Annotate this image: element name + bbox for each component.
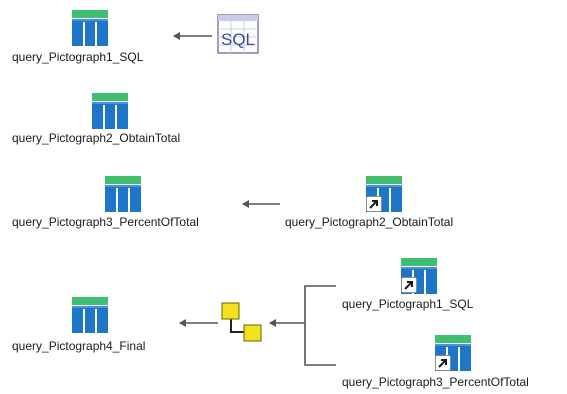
merge-join-icon [221,302,262,342]
query-node-pictograph2-obtaintotal[interactable] [92,93,128,129]
table-query-icon [92,93,128,129]
table-query-icon [72,10,108,46]
query-node-pictograph4-final[interactable] [72,297,108,333]
shortcut-arrow-icon [401,277,417,293]
query-label-pictograph1-sql[interactable]: query_Pictograph1_SQL [12,50,144,64]
shortcut-arrow-icon [366,196,382,212]
query-label-pictograph2-obtaintotal[interactable]: query_Pictograph2_ObtainTotal [12,131,181,145]
merge-input-bracket [304,285,336,366]
merge-join-node[interactable] [221,302,262,342]
query-label-pictograph4-final[interactable]: query_Pictograph4_Final [12,339,146,353]
reference-label-pictograph2-obtaintotal[interactable]: query_Pictograph2_ObtainTotal [285,215,454,229]
reference-node-pictograph1-sql[interactable] [401,258,437,294]
query-node-pictograph1-sql[interactable] [72,10,108,46]
reference-label-pictograph3-percentoftotal[interactable]: query_Pictograph3_PercentOfTotal [342,375,529,389]
sql-source-icon: SQL [217,14,259,54]
sql-source-node[interactable]: SQL [217,14,259,54]
table-query-icon [72,297,108,333]
reference-node-pictograph2-obtaintotal[interactable] [366,176,402,212]
query-label-pictograph3-percentoftotal[interactable]: query_Pictograph3_PercentOfTotal [12,215,199,229]
reference-node-pictograph3-percentoftotal[interactable] [435,335,471,371]
sql-icon-text: SQL [221,30,255,49]
reference-label-pictograph1-sql[interactable]: query_Pictograph1_SQL [342,297,474,311]
shortcut-arrow-icon [435,355,451,371]
query-node-pictograph3-percentoftotal[interactable] [105,176,141,212]
table-query-icon [105,176,141,212]
